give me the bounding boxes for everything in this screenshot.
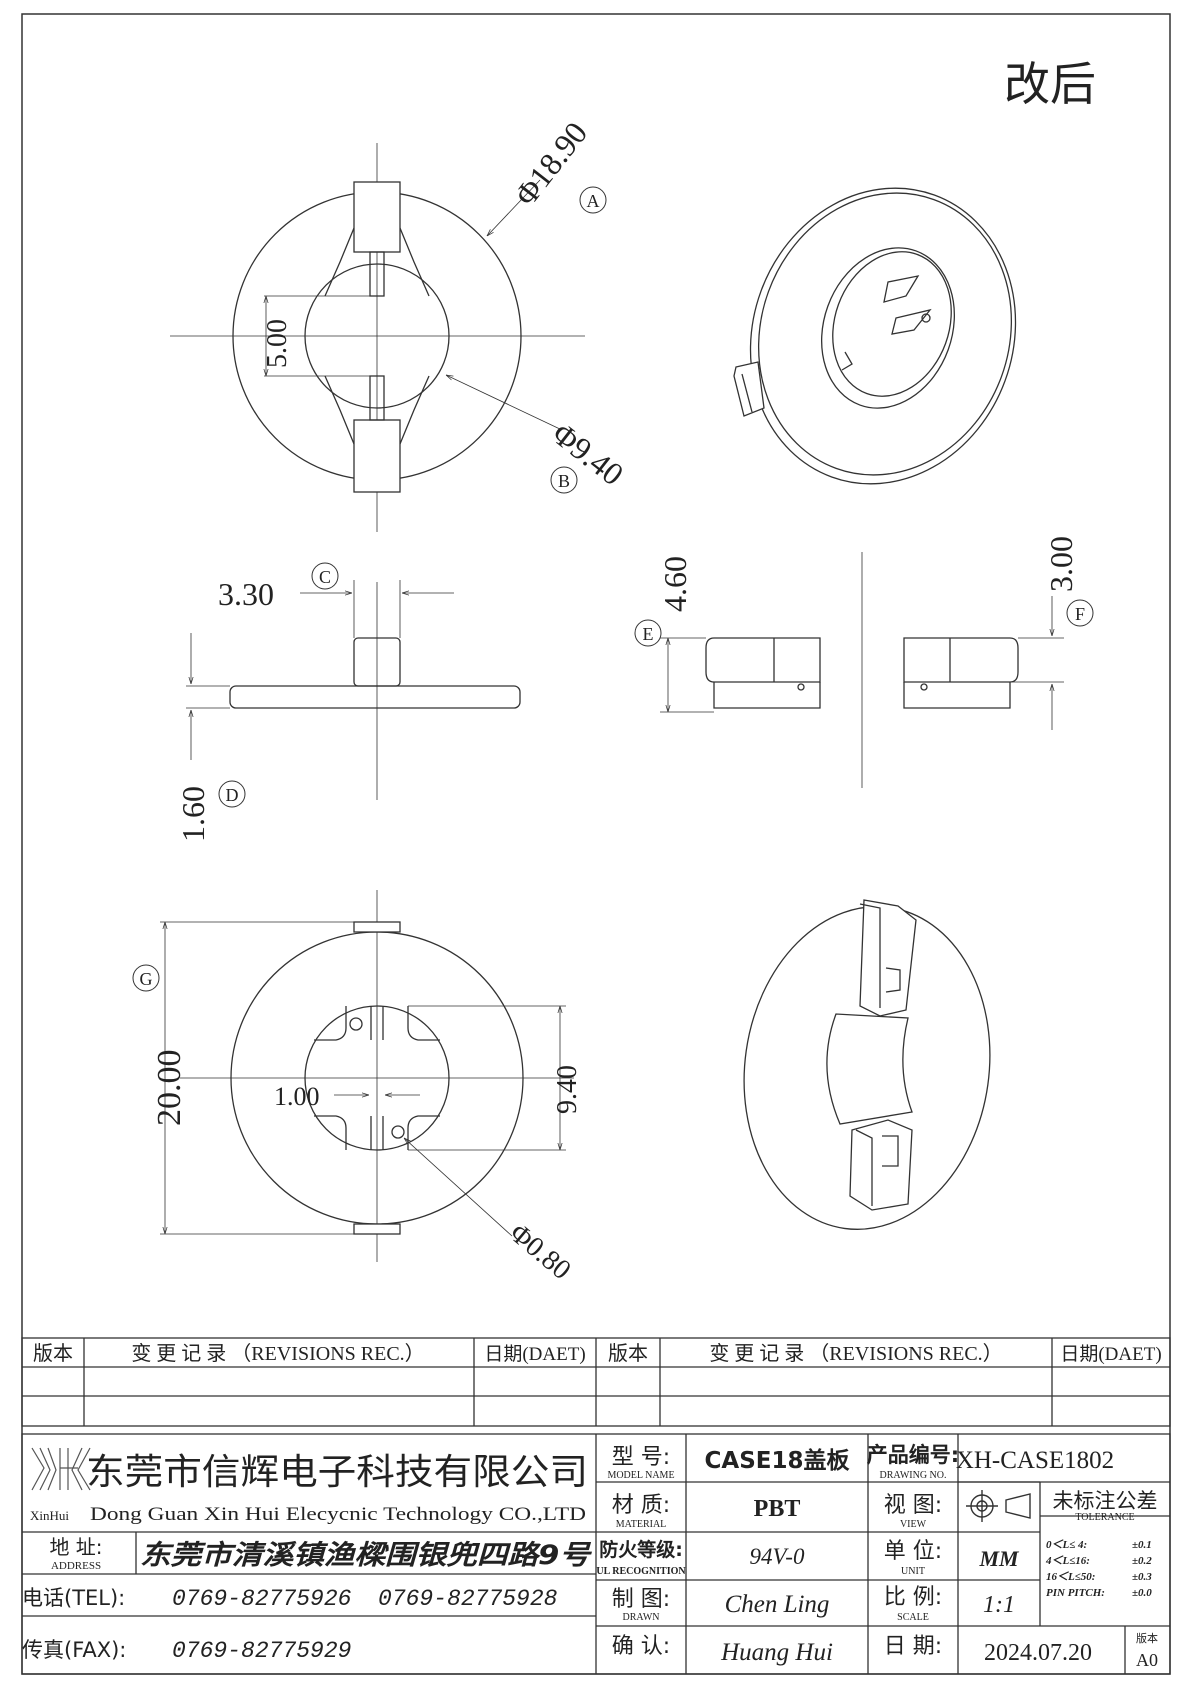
- dim-post-height: 3.00: [1043, 536, 1079, 592]
- isometric-top-view: [733, 187, 1017, 485]
- tag-c-circle: [311, 562, 339, 590]
- section-view: [660, 552, 1064, 788]
- drawing-no-label: 产品编号:: [867, 1443, 959, 1467]
- version-label: 版本: [1136, 1631, 1158, 1645]
- dim-plate-thickness: 1.60: [175, 786, 211, 842]
- tolerance-range: PIN PITCH:: [1046, 1587, 1105, 1599]
- tag-g: G: [140, 969, 153, 989]
- tolerance-list: 0＜L≤ 4: ±0.1 4＜L≤16: ±0.2 16＜L≤50: ±0.3 …: [1045, 1539, 1152, 1599]
- tolerance-range: 0＜L≤ 4:: [1046, 1539, 1087, 1551]
- ul-value: 94V-0: [750, 1544, 805, 1569]
- drawn-label-en: DRAWN: [623, 1612, 660, 1623]
- scale-value: 1:1: [983, 1592, 1015, 1618]
- model-label: 型 号:: [612, 1445, 670, 1470]
- address-label: 地 址:: [49, 1535, 102, 1559]
- front-view: [186, 580, 521, 800]
- tel-1: 0769-82775926: [172, 1586, 352, 1612]
- dim-overall-length: 20.00: [151, 1050, 188, 1127]
- tel-2: 0769-82775928: [378, 1586, 558, 1612]
- top-view: [170, 143, 585, 532]
- rev-col-date-right: 日期(DAET): [1060, 1343, 1161, 1365]
- projection-symbol-icon: [966, 1490, 1031, 1522]
- view-label: 视 图:: [884, 1493, 942, 1518]
- rev-col-version-left: 版本: [33, 1341, 73, 1365]
- model-value: CASE18盖板: [705, 1447, 851, 1474]
- drawing-no-label-en: DRAWING NO.: [880, 1470, 947, 1481]
- scale-label-en: SCALE: [897, 1612, 929, 1623]
- tolerance-value: ±0.1: [1132, 1539, 1152, 1551]
- rev-col-desc-right: 变 更 记 录 （REVISIONS REC.）: [709, 1342, 1002, 1365]
- material-value: PBT: [754, 1496, 801, 1522]
- dim-bottom-slot: 1.00: [274, 1082, 320, 1111]
- address-value: 东莞市清溪镇渔樑围银兜四路9号: [140, 1540, 592, 1571]
- dim-pin-hole: Φ0.80: [504, 1218, 577, 1286]
- check-value: Huang Hui: [720, 1639, 833, 1666]
- check-label: 确 认:: [612, 1634, 670, 1659]
- tag-f: F: [1075, 604, 1085, 624]
- tolerance-value: ±0.3: [1132, 1571, 1152, 1583]
- dim-outer-dia: Φ18.90: [507, 115, 594, 212]
- tel-label: 电话(TEL):: [22, 1586, 125, 1610]
- tolerance-range: 4＜L≤16:: [1045, 1555, 1090, 1567]
- dim-slot-gap: 5.00: [262, 319, 293, 368]
- version-value: A0: [1136, 1650, 1158, 1670]
- unit-label-en: UNIT: [901, 1566, 925, 1577]
- tag-b-circle: [550, 466, 578, 494]
- company-name-en: Dong Guan Xin Hui Elecycnic Technology C…: [90, 1504, 586, 1525]
- dim-bottom-hole-span: 9.40: [552, 1065, 583, 1114]
- view-label-en: VIEW: [900, 1519, 927, 1530]
- material-label-en: MATERIAL: [616, 1519, 667, 1530]
- title-block-grid: [21, 1433, 1171, 1675]
- drawn-value: Chen Ling: [725, 1591, 830, 1618]
- address-label-en: ADDRESS: [51, 1560, 101, 1572]
- date-label: 日 期:: [884, 1634, 942, 1659]
- tag-b: B: [558, 471, 570, 491]
- revision-status: 改后: [1004, 57, 1096, 111]
- isometric-bottom-view: [743, 899, 991, 1230]
- rev-col-desc-left: 变 更 记 录 （REVISIONS REC.）: [131, 1342, 424, 1365]
- fax-value: 0769-82775929: [172, 1638, 351, 1664]
- unit-label: 单 位:: [884, 1539, 942, 1564]
- company-name-cn: 东莞市信辉电子科技有限公司: [86, 1452, 588, 1493]
- tag-g-circle: [132, 964, 160, 992]
- logo-caption: XinHui: [30, 1508, 69, 1523]
- material-label: 材 质:: [612, 1493, 670, 1518]
- tag-e: E: [643, 624, 654, 644]
- unit-value: MM: [978, 1546, 1020, 1571]
- fax-label: 传真(FAX):: [22, 1638, 126, 1662]
- tag-f-circle: [1066, 599, 1094, 627]
- bottom-view: [160, 890, 574, 1262]
- tolerance-value: ±0.0: [1132, 1587, 1152, 1599]
- drawing-no-value: XH-CASE1802: [956, 1447, 1114, 1474]
- tag-a-circle: [579, 186, 607, 214]
- tag-d: D: [226, 785, 239, 805]
- revision-table: [21, 1337, 1171, 1427]
- tag-c: C: [319, 567, 331, 587]
- tolerance-value: ±0.2: [1132, 1555, 1152, 1567]
- tolerance-range: 16＜L≤50:: [1046, 1571, 1095, 1583]
- company-logo: [31, 1447, 91, 1491]
- ul-label: 防火等级:: [599, 1538, 683, 1561]
- rev-col-version-right: 版本: [608, 1341, 648, 1365]
- tag-e-circle: [634, 619, 662, 647]
- date-value: 2024.07.20: [984, 1640, 1092, 1666]
- dim-post-width: 3.30: [218, 576, 274, 612]
- dim-total-height: 4.60: [657, 556, 693, 612]
- tolerance-title: 未标注公差: [1053, 1489, 1158, 1513]
- tag-d-circle: [218, 780, 246, 808]
- tolerance-title-en: TOLERANCE: [1075, 1512, 1134, 1523]
- drawn-label: 制 图:: [612, 1587, 670, 1612]
- tag-a: A: [587, 191, 600, 211]
- scale-label: 比 例:: [884, 1585, 942, 1610]
- model-label-en: MODEL NAME: [607, 1470, 674, 1481]
- rev-col-date-left: 日期(DAET): [484, 1343, 585, 1365]
- ul-label-en: UL RECOGNITION: [596, 1566, 686, 1577]
